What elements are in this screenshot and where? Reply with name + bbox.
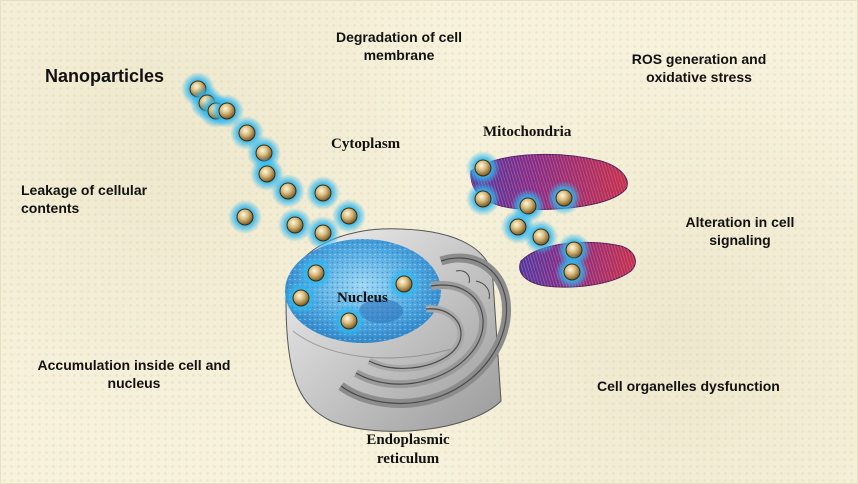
nanoparticle: [524, 220, 558, 254]
ros-line1: ROS generation and: [631, 51, 767, 67]
leakage-line2: contents: [21, 199, 80, 216]
mitochondria-label: Mitochondria: [483, 124, 572, 140]
er-line1: Endoplasmic: [366, 432, 450, 448]
nanoparticle: [332, 304, 366, 338]
nanoparticle: [387, 267, 421, 301]
nanoparticle: [466, 182, 500, 216]
alteration-label: Alteration in cell signaling: [665, 214, 815, 249]
alteration-line1: Alteration in cell: [685, 214, 795, 230]
nanoparticle: [306, 216, 340, 250]
leakage-label: Leakage of cellular contents: [21, 182, 147, 217]
degradation-line1: Degradation of cell: [335, 29, 463, 45]
nanoparticle: [555, 255, 589, 289]
accumulation-label: Accumulation inside cell and nucleus: [19, 357, 249, 392]
leakage-line1: Leakage of cellular: [21, 182, 148, 198]
nanoparticle: [547, 181, 581, 215]
nanoparticle: [271, 174, 305, 208]
nanoparticle: [466, 151, 500, 185]
degradation-label: Degradation of cell membrane: [319, 29, 479, 64]
nanoparticle: [284, 281, 318, 315]
mitochondrion-upper: [470, 153, 628, 210]
er-label: Endoplasmic reticulum: [353, 431, 463, 469]
nanoparticle: [278, 208, 312, 242]
nucleus-label: Nucleus: [337, 290, 388, 306]
ros-label: ROS generation and oxidative stress: [619, 51, 779, 86]
accumulation-line2: nucleus: [107, 374, 161, 391]
nanoparticle: [306, 176, 340, 210]
nanoparticles-group: [181, 72, 591, 338]
accumulation-line1: Accumulation inside cell and: [37, 357, 231, 373]
nanoparticles-label: Nanoparticles: [45, 66, 165, 86]
nanoparticle: [299, 256, 333, 290]
er-shape: [338, 253, 512, 408]
nanoparticle: [332, 199, 366, 233]
nanoparticle: [210, 94, 244, 128]
cytoplasm-label: Cytoplasm: [331, 136, 401, 152]
ros-line2: oxidative stress: [646, 68, 752, 85]
nanoparticle: [228, 200, 262, 234]
alteration-line2: signaling: [709, 231, 771, 248]
degradation-line2: membrane: [363, 46, 435, 63]
dysfunction-label: Cell organelles dysfunction: [597, 378, 780, 394]
er-line2: reticulum: [376, 450, 440, 467]
